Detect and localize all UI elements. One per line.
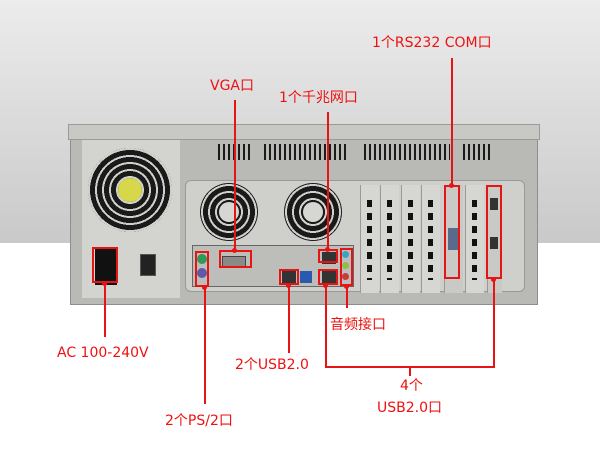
label-rs232: 1个RS232 COM口 xyxy=(372,35,492,51)
leader-vga xyxy=(234,100,236,250)
leader-lan xyxy=(327,112,329,249)
leader-dot xyxy=(202,285,207,290)
leader-usb-right xyxy=(493,279,495,368)
expansion-slot xyxy=(401,185,420,293)
leader-usb-mid xyxy=(325,285,327,368)
leader-audio xyxy=(346,286,348,308)
audio-line-in-jack xyxy=(342,251,349,258)
highlight-usb-mid xyxy=(318,269,338,285)
expansion-slot xyxy=(380,185,399,293)
usb3-port xyxy=(300,271,312,283)
label-audio: 音频接口 xyxy=(330,317,386,333)
ac-power-inlet xyxy=(95,247,117,285)
leader-ps2 xyxy=(204,287,206,404)
label-vga: VGA口 xyxy=(210,78,255,94)
chassis-lid xyxy=(68,124,540,140)
usb-port xyxy=(282,271,296,283)
label-lan: 1个千兆网口 xyxy=(279,90,358,106)
leader-dot xyxy=(449,183,454,188)
highlight-ac-inlet xyxy=(92,247,118,283)
usb-port xyxy=(322,271,336,283)
vent-slots xyxy=(264,144,348,160)
label-usb-right-type: USB2.0口 xyxy=(377,400,443,416)
usb-port xyxy=(490,237,498,249)
vent-slots xyxy=(463,144,493,160)
audio-mic-jack xyxy=(342,273,349,280)
highlight-usb-right xyxy=(486,185,502,279)
label-usb-right-count: 4个 xyxy=(400,378,423,394)
com-port xyxy=(448,228,458,250)
expansion-slot xyxy=(421,185,440,293)
highlight-ps2 xyxy=(195,251,209,287)
expansion-slot xyxy=(360,185,379,293)
leader-dot xyxy=(232,248,237,253)
leader-rs232 xyxy=(451,58,453,185)
power-switch xyxy=(140,254,156,276)
leader-ac xyxy=(104,283,106,337)
ps2-keyboard-port xyxy=(197,254,207,264)
vent-slots xyxy=(364,144,450,160)
fan-hub xyxy=(219,202,239,222)
leader-usb-left xyxy=(288,285,290,353)
expansion-slot xyxy=(465,185,484,293)
highlight-audio xyxy=(340,248,353,286)
highlight-rs232 xyxy=(444,185,460,279)
leader-dot xyxy=(344,284,349,289)
usb-port xyxy=(490,198,498,210)
leader-dot xyxy=(286,283,291,288)
leader-usb-stem xyxy=(409,366,411,376)
psu-fan-hub xyxy=(118,178,142,202)
label-ac-power: AC 100-240V xyxy=(57,345,149,361)
leader-dot xyxy=(102,281,107,286)
leader-dot xyxy=(325,247,330,252)
label-usb-left: 2个USB2.0 xyxy=(235,357,309,373)
fan-hub xyxy=(303,202,323,222)
audio-line-out-jack xyxy=(342,262,349,269)
leader-dot xyxy=(491,277,496,282)
leader-dot xyxy=(323,283,328,288)
label-ps2: 2个PS/2口 xyxy=(165,413,233,429)
ps2-mouse-port xyxy=(197,268,207,278)
